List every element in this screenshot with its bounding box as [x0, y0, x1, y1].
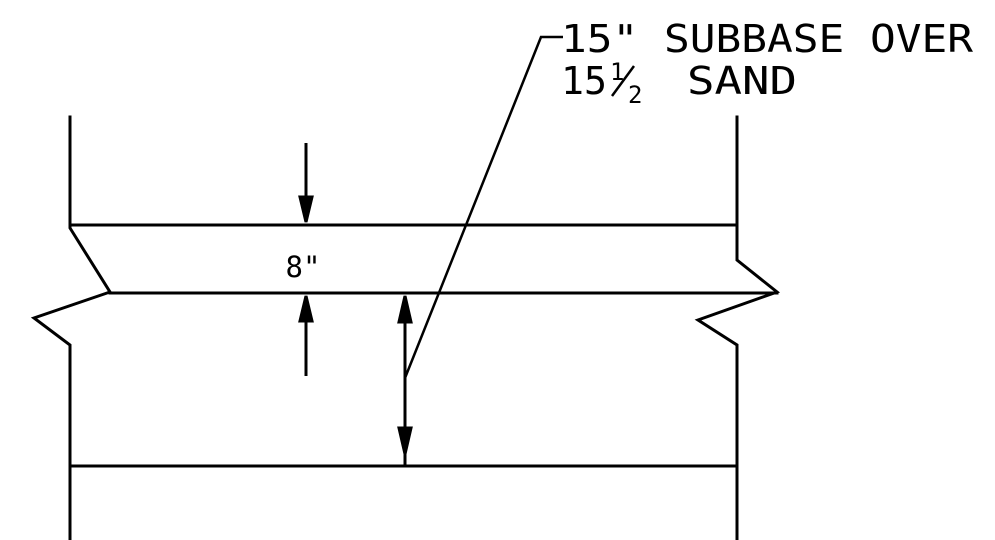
arrow-down-icon: [298, 195, 314, 223]
fraction-numerator: 1: [610, 58, 624, 86]
right-edge-line: [694, 115, 781, 540]
note-line-2-whole: 15: [561, 59, 607, 103]
slab-thickness-dimension: [298, 143, 314, 376]
note-leader-line: [403, 35, 563, 379]
note-line-1: 15" SUBBASE OVER: [561, 17, 973, 61]
slab-thickness-label: 8": [286, 250, 321, 284]
arrow-down-icon: [397, 426, 413, 455]
note-line-2: 15 1 2 SAND: [561, 58, 797, 109]
left-edge-line: [30, 115, 113, 540]
subbase-thickness-dimension: [397, 295, 413, 466]
note-line-2-sand: SAND: [687, 59, 797, 103]
arrow-up-icon: [397, 295, 413, 324]
fraction-bar: [610, 65, 636, 97]
fraction-denominator: 2: [628, 81, 642, 109]
arrow-up-icon: [298, 295, 314, 323]
